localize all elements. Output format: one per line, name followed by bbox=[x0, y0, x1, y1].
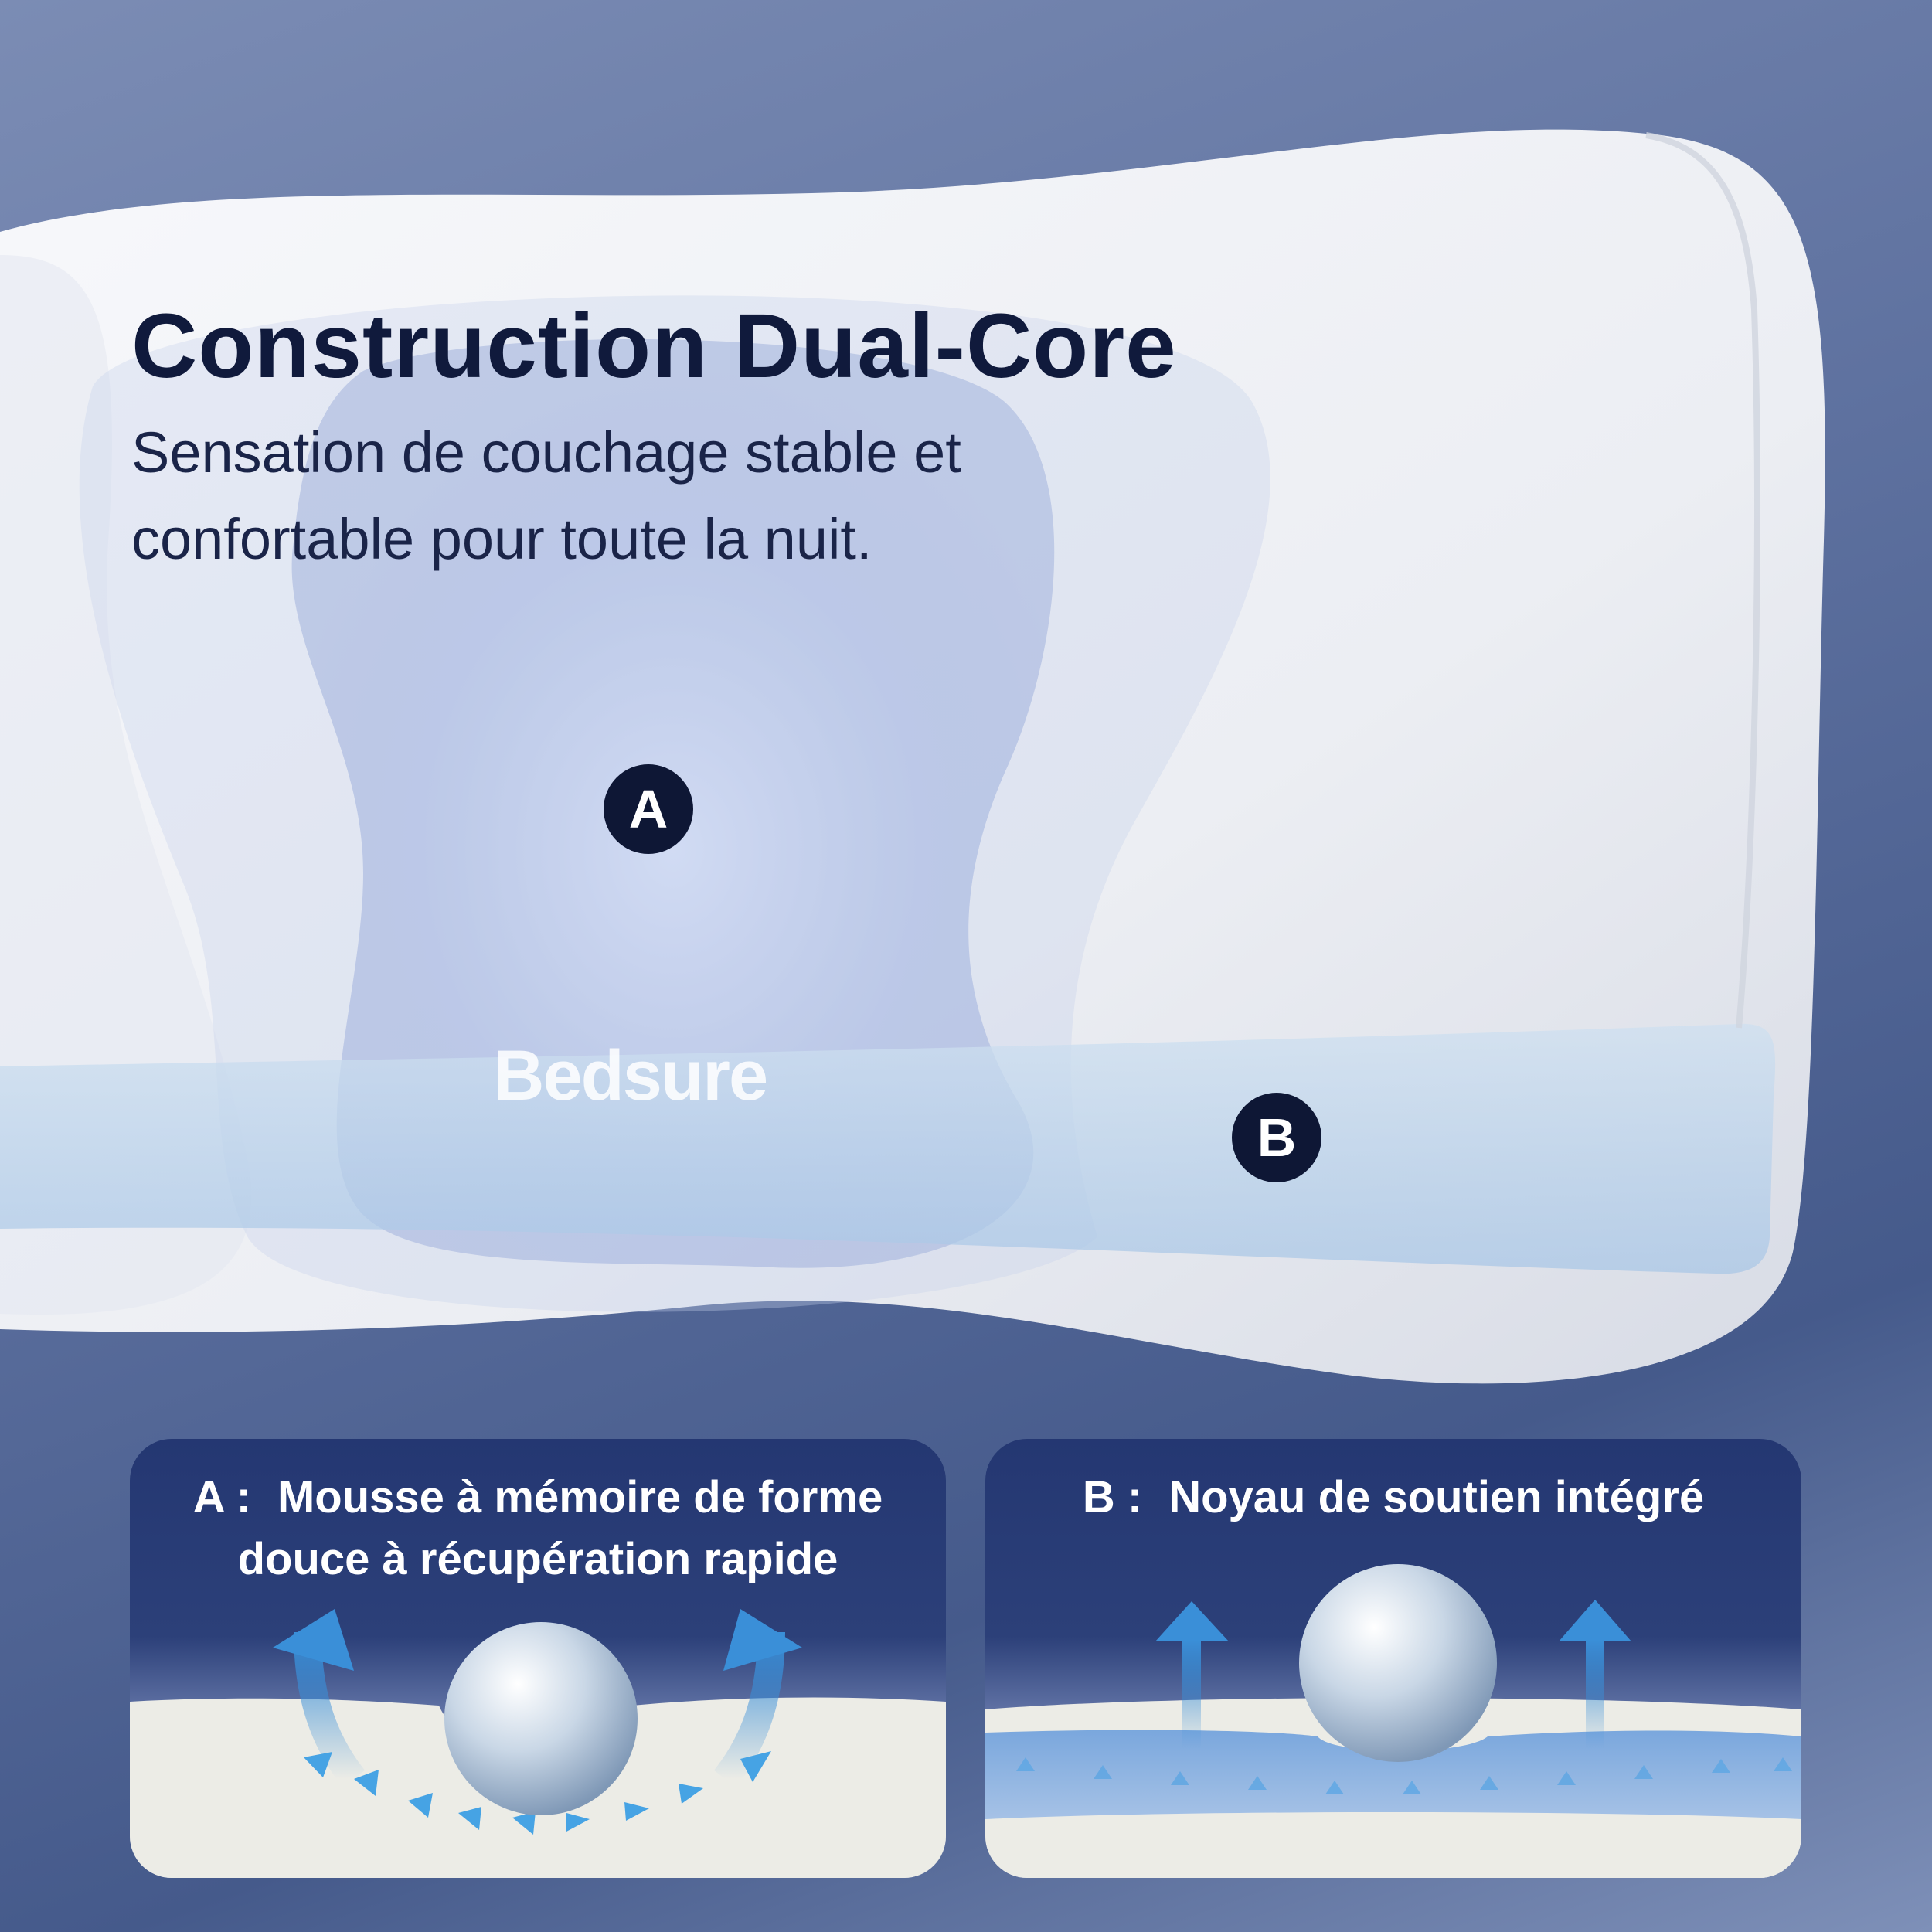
headline: Construction Dual-Core bbox=[131, 295, 1177, 397]
marker-a: A bbox=[604, 764, 693, 854]
memory-foam-illustration bbox=[130, 1609, 946, 1878]
panel-support-core: B : Noyau de soutien intégré bbox=[985, 1439, 1801, 1878]
panel-b-tag: B : bbox=[1082, 1472, 1143, 1522]
panel-b-line-1: Noyau de soutien intégré bbox=[1168, 1472, 1705, 1522]
support-core-illustration bbox=[985, 1564, 1801, 1878]
panel-b-title: B : Noyau de soutien intégré bbox=[985, 1467, 1801, 1529]
marker-b: B bbox=[1232, 1093, 1321, 1182]
panel-a-tag: A : bbox=[192, 1472, 251, 1522]
subline: Sensation de couchage stable et conforta… bbox=[131, 410, 1368, 583]
panel-a-line-2: douce à récupération rapide bbox=[237, 1534, 838, 1584]
brand-logo: Bedsure bbox=[493, 1036, 768, 1115]
subline-line-2: confortable pour toute la nuit. bbox=[131, 507, 872, 571]
panel-a-line-1: Mousse à mémoire de forme bbox=[277, 1472, 883, 1522]
panel-memory-foam: A : Mousse à mémoire de forme douce à réc… bbox=[130, 1439, 946, 1878]
panel-a-title: A : Mousse à mémoire de forme douce à réc… bbox=[130, 1467, 946, 1590]
subline-line-1: Sensation de couchage stable et bbox=[131, 420, 961, 485]
